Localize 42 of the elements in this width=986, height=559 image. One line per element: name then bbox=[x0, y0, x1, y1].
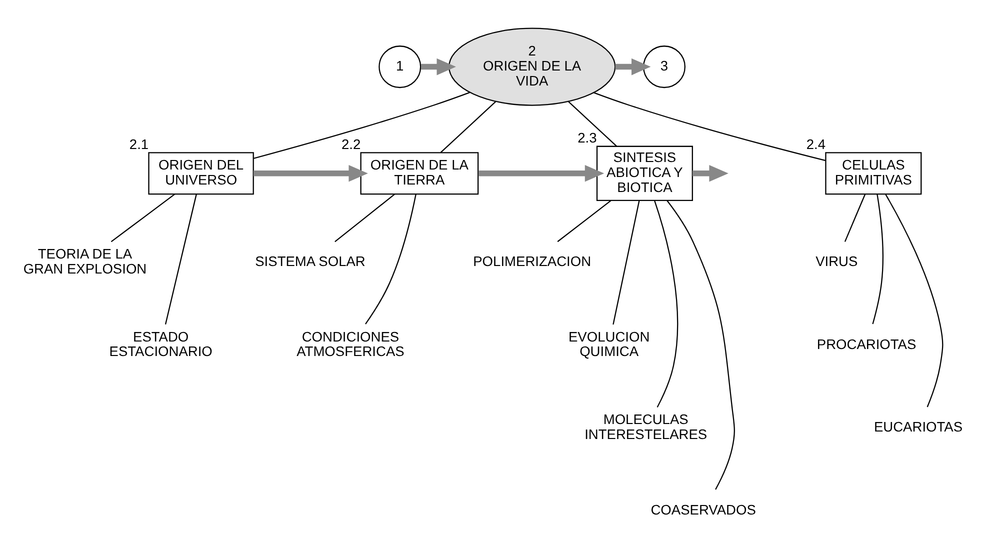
node-box: ORIGEN DE LA TIERRA bbox=[360, 152, 479, 194]
connector bbox=[593, 92, 826, 161]
node-text: CONDICIONES ATMOSFERICAS bbox=[296, 328, 404, 359]
node-circle: 3 bbox=[643, 45, 686, 88]
node-label: 2.3 bbox=[578, 130, 597, 145]
node-text: TEORIA DE LA GRAN EXPLOSION bbox=[23, 246, 147, 276]
connector bbox=[844, 194, 866, 242]
connector bbox=[365, 194, 416, 324]
node-text: POLIMERIZACION bbox=[473, 254, 592, 269]
node-text: PROCARIOTAS bbox=[816, 336, 916, 352]
node-ellipse: 2 ORIGEN DE LA VIDA bbox=[448, 27, 616, 106]
connector bbox=[440, 100, 497, 153]
arrow bbox=[254, 164, 368, 182]
node-text: COASERVADOS bbox=[650, 502, 756, 517]
connector bbox=[254, 91, 470, 158]
node-box: ORIGEN DEL UNIVERSO bbox=[148, 152, 254, 194]
connector bbox=[334, 193, 396, 242]
node-label: 2.4 bbox=[806, 136, 826, 152]
node-label: 2.1 bbox=[129, 136, 149, 152]
connector bbox=[654, 200, 678, 408]
connector bbox=[872, 194, 884, 324]
node-box: CELULAS PRIMITIVAS bbox=[825, 152, 922, 194]
connector bbox=[110, 193, 176, 242]
node-box: SINTESIS ABIOTICA Y BIOTICA bbox=[596, 145, 693, 200]
connector bbox=[164, 194, 197, 324]
node-text: SISTEMA SOLAR bbox=[255, 254, 366, 269]
arrow bbox=[615, 58, 651, 75]
node-text: MOLECULAS INTERESTELARES bbox=[584, 412, 708, 442]
node-text: EUCARIOTAS bbox=[874, 419, 963, 434]
connector bbox=[612, 200, 640, 324]
arrow bbox=[421, 58, 456, 75]
connector bbox=[568, 100, 617, 146]
node-label: 2.2 bbox=[341, 136, 361, 152]
node-text: EVOLUCION QUIMICA bbox=[568, 328, 650, 359]
connector bbox=[885, 194, 944, 407]
arrow bbox=[692, 164, 728, 182]
connector bbox=[666, 200, 735, 490]
node-text: ESTADO ESTACIONARIO bbox=[109, 328, 212, 359]
connector bbox=[557, 200, 612, 242]
arrow bbox=[478, 164, 604, 182]
node-text: VIRUS bbox=[816, 254, 858, 269]
node-circle: 1 bbox=[378, 45, 422, 88]
